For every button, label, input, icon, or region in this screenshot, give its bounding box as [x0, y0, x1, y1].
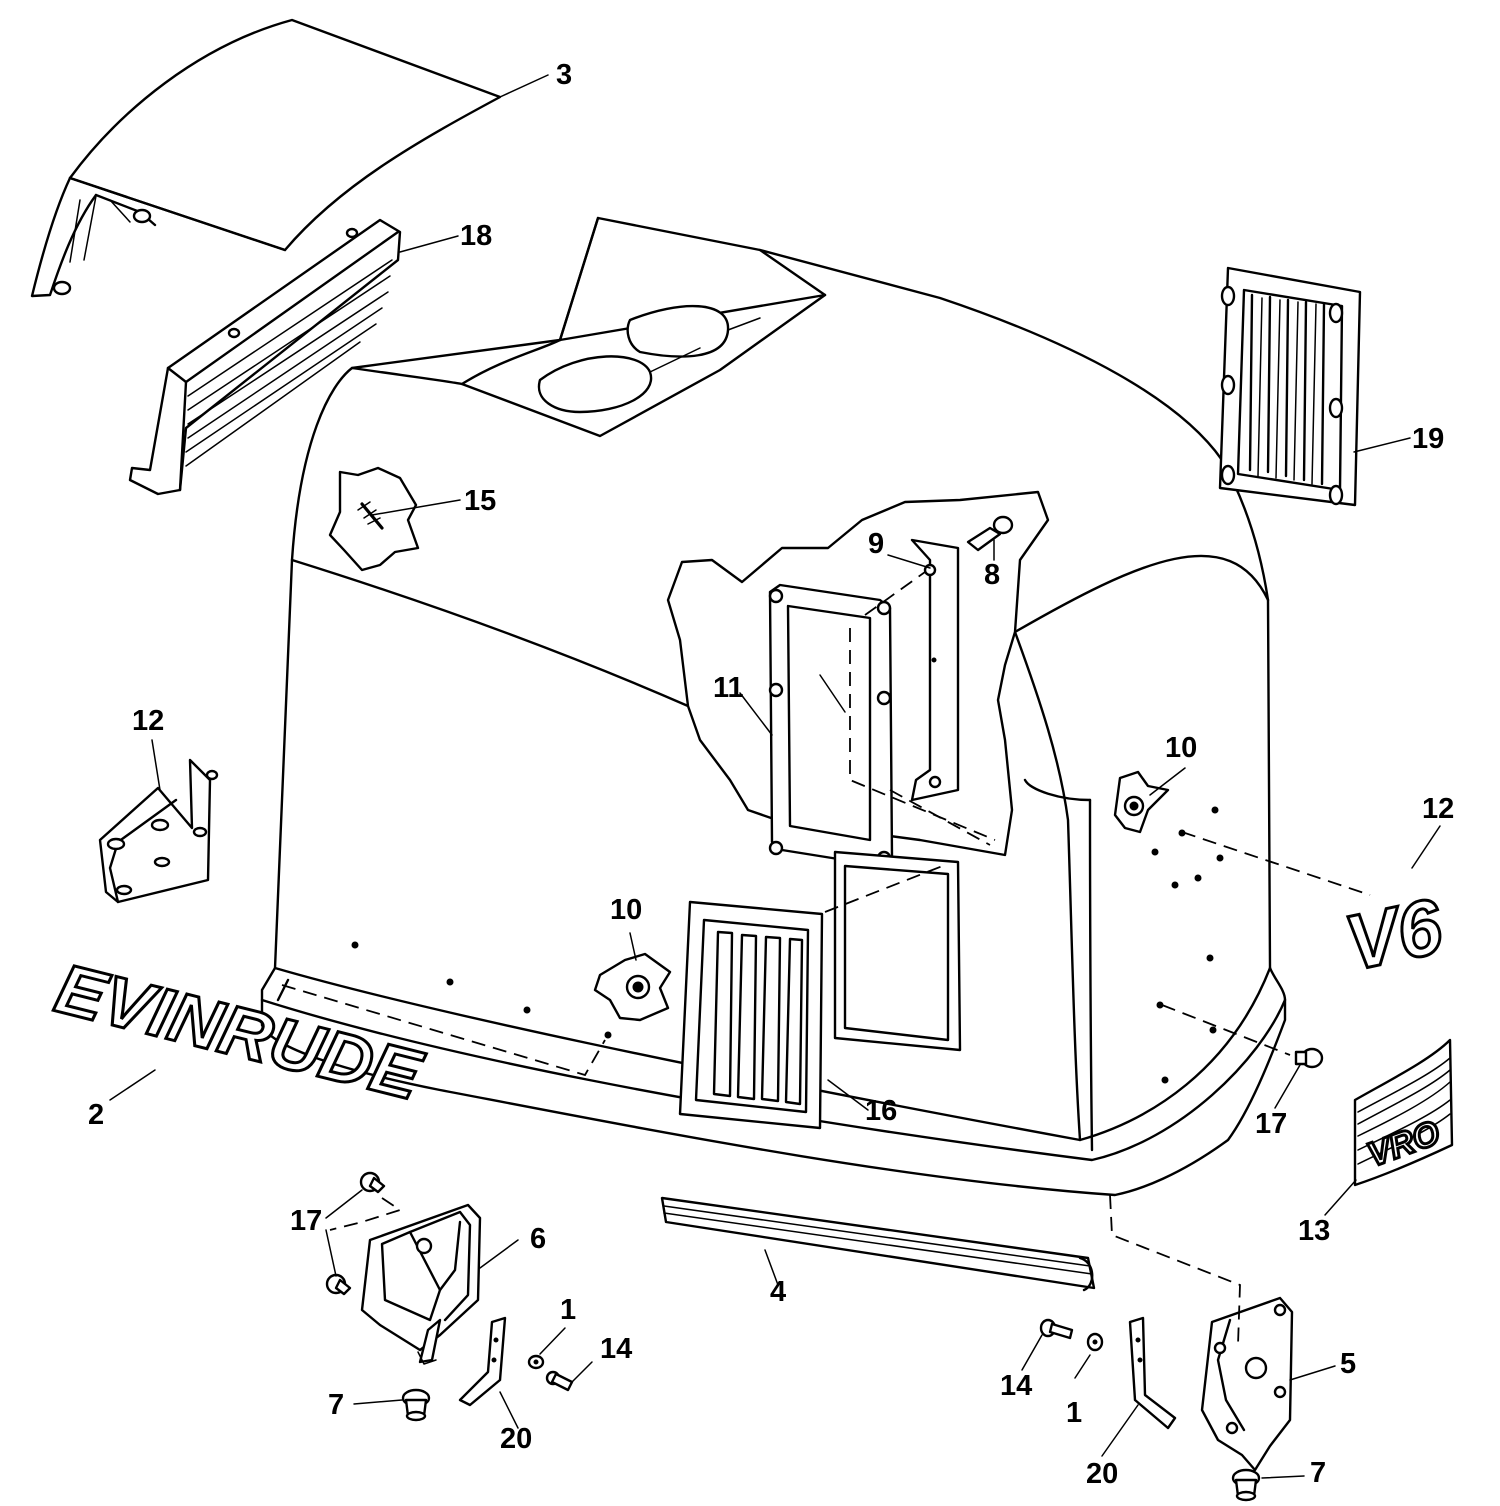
- callout-20-right: 20: [1086, 1458, 1118, 1490]
- callout-2: 2: [88, 1099, 104, 1131]
- seal-strip-part: [660, 1196, 1096, 1292]
- callout-5: 5: [1340, 1348, 1356, 1380]
- leader-lines: [109, 74, 1441, 1479]
- grommet-part-left: [401, 1388, 431, 1422]
- callout-16: 16: [865, 1095, 897, 1127]
- cutaway-section: [666, 490, 1050, 868]
- callout-13: 13: [1298, 1215, 1330, 1247]
- vro-plate-part: VRO: [1353, 1038, 1454, 1187]
- callout-12-left: 12: [132, 705, 164, 737]
- callout-20-left: 20: [500, 1423, 532, 1455]
- callout-9: 9: [868, 528, 884, 560]
- latch-assembly-part: [1109, 1194, 1294, 1472]
- callout-8: 8: [984, 559, 1000, 591]
- top-cover-part: [30, 18, 502, 298]
- callout-14-right: 14: [1000, 1370, 1032, 1402]
- washer-part-right: [1086, 1332, 1104, 1352]
- screw-part-left: [545, 1370, 574, 1392]
- callout-18: 18: [460, 220, 492, 252]
- clip-part-right: [1128, 1316, 1177, 1430]
- front-grille-part: [678, 850, 962, 1130]
- decal-patch-part: [328, 466, 420, 572]
- callout-12-right: 12: [1422, 793, 1454, 825]
- left-bracket-part: [98, 758, 219, 904]
- latch-bracket-part: [360, 1203, 482, 1365]
- side-grille-part: [1218, 266, 1362, 507]
- callout-17-right: 17: [1255, 1108, 1287, 1140]
- screw-part-upper-left: [359, 1171, 386, 1194]
- callout-14-left: 14: [600, 1333, 632, 1365]
- callout-15: 15: [464, 485, 496, 517]
- screw-part-lower-left: [325, 1273, 352, 1296]
- callout-17-left: 17: [290, 1205, 322, 1237]
- callout-1-right: 1: [1066, 1397, 1082, 1429]
- callout-4: 4: [770, 1276, 786, 1308]
- callout-6: 6: [530, 1223, 546, 1255]
- callout-1-left: 1: [560, 1294, 576, 1326]
- callout-11: 11: [713, 672, 744, 704]
- callout-3: 3: [556, 59, 572, 91]
- washer-part-left: [527, 1354, 545, 1370]
- intake-grille-part: [128, 218, 402, 496]
- v6-badge-text: V6: [1338, 881, 1450, 987]
- screw-part-side: [1294, 1047, 1324, 1069]
- v6-badge-part: V6: [1336, 880, 1451, 989]
- grommet-part-right: [1231, 1468, 1261, 1502]
- callout-labels: 3 18 15 19 9 8 11 12 10 12 10 2 16 17 13…: [88, 59, 1454, 1490]
- callout-7-left: 7: [328, 1389, 344, 1421]
- callout-10-lower: 10: [610, 894, 642, 926]
- callout-10-upper: 10: [1165, 732, 1197, 764]
- clip-part-left: [458, 1316, 507, 1407]
- callout-19: 19: [1412, 423, 1444, 455]
- knob-part-upper: [1113, 770, 1170, 834]
- screw-part-right: [1039, 1318, 1074, 1340]
- callout-7-right: 7: [1310, 1457, 1326, 1489]
- knob-part-lower: [593, 952, 672, 1022]
